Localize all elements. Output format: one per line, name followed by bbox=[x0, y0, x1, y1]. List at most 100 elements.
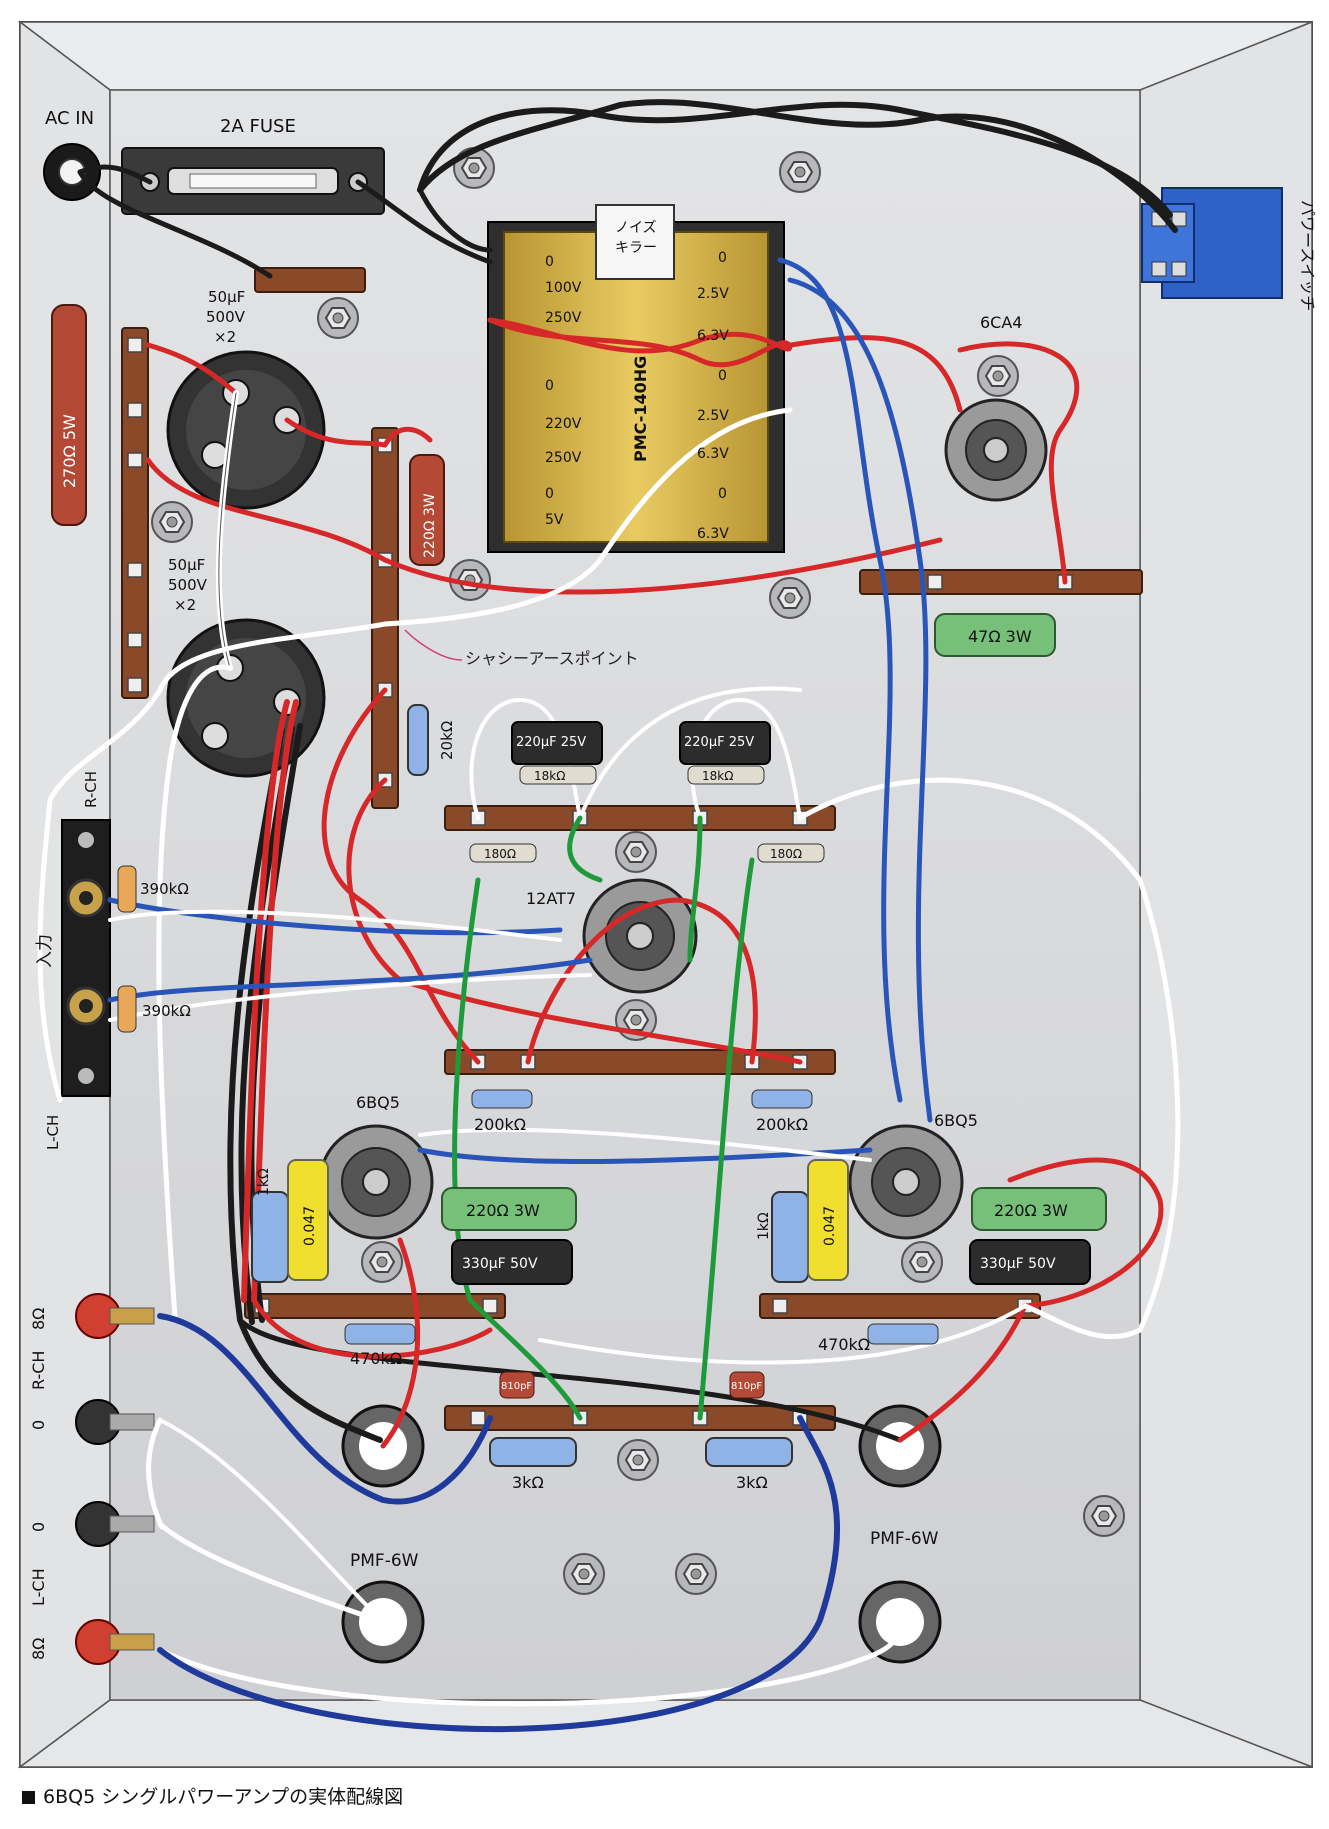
resistor-1k-left bbox=[251, 1191, 289, 1283]
cap-810-right bbox=[729, 1371, 765, 1399]
tap-r0b: 0 bbox=[718, 368, 727, 384]
tap-250v-a: 250V bbox=[545, 310, 582, 326]
tap-0b: 0 bbox=[545, 378, 554, 394]
tap-r0c: 0 bbox=[718, 486, 727, 502]
label-ac-in: AC IN bbox=[45, 108, 94, 129]
label-810-right: 810pF bbox=[731, 1381, 762, 1392]
label-1k-left: 1kΩ bbox=[256, 1168, 272, 1196]
resistor-220-3w-left bbox=[441, 1187, 577, 1231]
label-470k-left: 470kΩ bbox=[350, 1349, 402, 1368]
label-6ca4: 6CA4 bbox=[980, 313, 1022, 332]
label-power-switch: パワースイッチ bbox=[1298, 200, 1317, 311]
ecap-220-left bbox=[511, 721, 603, 765]
label-cap1-count: ×2 bbox=[214, 328, 236, 346]
label-180-left: 180Ω bbox=[484, 847, 516, 861]
label-input: 入力 bbox=[35, 934, 55, 968]
cap-047-left bbox=[287, 1159, 329, 1281]
label-6bq5-right: 6BQ5 bbox=[934, 1111, 978, 1130]
tap-100v: 100V bbox=[545, 280, 582, 296]
label-res-270: 270Ω 5W bbox=[60, 414, 79, 488]
label-180-right: 180Ω bbox=[770, 847, 802, 861]
tap-63v-a: 6.3V bbox=[697, 328, 729, 344]
resistor-18k-left bbox=[519, 765, 597, 785]
wiring bbox=[37, 99, 1181, 1733]
label-cap1-voltage: 500V bbox=[206, 308, 246, 326]
tap-63v-b: 6.3V bbox=[697, 446, 729, 462]
caption-text: 6BQ5 シングルパワーアンプの実体配線図 bbox=[43, 1786, 404, 1808]
label-out-8-top: 8Ω bbox=[29, 1308, 48, 1330]
label-6bq5-left: 6BQ5 bbox=[356, 1093, 400, 1112]
resistor-180-right bbox=[757, 843, 825, 863]
label-047-left: 0.047 bbox=[302, 1206, 318, 1246]
fuse-holder[interactable] bbox=[121, 147, 385, 215]
label-390k-bottom: 390kΩ bbox=[142, 1002, 191, 1020]
label-lch-input: L-CH bbox=[44, 1115, 62, 1150]
power-switch[interactable] bbox=[1141, 187, 1283, 299]
cap-810-left bbox=[499, 1371, 535, 1399]
tap-220v: 220V bbox=[545, 416, 582, 432]
label-18k-right: 18kΩ bbox=[702, 769, 733, 783]
speaker-terminal-r-0[interactable] bbox=[75, 1399, 155, 1445]
resistor-18k-right bbox=[687, 765, 765, 785]
speaker-terminal-l-8[interactable] bbox=[75, 1619, 155, 1665]
label-810-left: 810pF bbox=[501, 1381, 532, 1392]
tube-socket-6ca4 bbox=[944, 398, 1048, 502]
caption-square-icon bbox=[22, 1791, 35, 1804]
label-12at7: 12AT7 bbox=[526, 889, 576, 908]
label-out-rch: R-CH bbox=[29, 1351, 48, 1390]
resistor-3k-right bbox=[705, 1437, 793, 1467]
tap-250v-b: 250V bbox=[545, 450, 582, 466]
input-jack-r[interactable] bbox=[66, 878, 106, 918]
resistor-200k-right bbox=[751, 1089, 813, 1109]
label-18k-left: 18kΩ bbox=[534, 769, 565, 783]
tap-25v-a: 2.5V bbox=[697, 286, 729, 302]
ecap-330-left bbox=[451, 1239, 573, 1285]
tap-r0a: 0 bbox=[718, 250, 727, 266]
label-out-0-top: 0 bbox=[29, 1420, 48, 1430]
label-fuse: 2A FUSE bbox=[220, 116, 296, 137]
label-out-8-bottom: 8Ω bbox=[29, 1638, 48, 1660]
components bbox=[51, 304, 1107, 1467]
label-pmf-right: PMF-6W bbox=[870, 1529, 939, 1549]
resistor-3k-left bbox=[489, 1437, 577, 1467]
labels: AC IN 2A FUSE パワースイッチ 50μF 500V ×2 50μF … bbox=[29, 108, 1317, 1660]
power-transformer bbox=[487, 204, 785, 553]
label-out-lch: L-CH bbox=[29, 1568, 48, 1606]
label-200k-right: 200kΩ bbox=[756, 1115, 808, 1134]
tap-25v-b: 2.5V bbox=[697, 408, 729, 424]
label-220-3w-left: 220Ω 3W bbox=[466, 1201, 540, 1220]
resistor-390k-top bbox=[117, 865, 137, 913]
figure-caption: 6BQ5 シングルパワーアンプの実体配線図 bbox=[22, 1782, 403, 1809]
resistor-220-3w-right bbox=[971, 1187, 1107, 1231]
input-jack-l[interactable] bbox=[66, 986, 106, 1026]
resistor-470k-left bbox=[344, 1323, 416, 1345]
label-1k-right: 1kΩ bbox=[756, 1212, 772, 1240]
label-res-47: 47Ω 3W bbox=[968, 627, 1032, 646]
terminal-strips bbox=[121, 267, 1143, 1431]
label-200k-left: 200kΩ bbox=[474, 1115, 526, 1134]
speaker-terminal-l-0[interactable] bbox=[75, 1501, 155, 1547]
ac-inlet[interactable] bbox=[43, 143, 101, 201]
label-ecap-right: 220μF 25V bbox=[684, 735, 754, 750]
label-3k-right: 3kΩ bbox=[736, 1473, 768, 1492]
tube-socket-6bq5-left bbox=[318, 1124, 434, 1240]
ecap-330-right bbox=[969, 1239, 1091, 1285]
cap-047-right bbox=[807, 1159, 849, 1281]
resistor-470k-right bbox=[867, 1323, 939, 1345]
label-3k-left: 3kΩ bbox=[512, 1473, 544, 1492]
label-047-right: 0.047 bbox=[822, 1206, 838, 1246]
resistor-390k-bottom bbox=[117, 985, 137, 1033]
input-jack-plate bbox=[61, 819, 111, 1097]
label-rch-input: R-CH bbox=[82, 771, 100, 808]
resistor-180-left bbox=[469, 843, 537, 863]
resistor-1k-right bbox=[771, 1191, 809, 1283]
resistor-220-ohm-top bbox=[409, 454, 445, 566]
tap-0c: 0 bbox=[545, 486, 554, 502]
resistor-200k-left bbox=[471, 1089, 533, 1109]
label-ecap-left: 220μF 25V bbox=[516, 735, 586, 750]
label-out-0-bottom: 0 bbox=[29, 1522, 48, 1532]
resistor-20k bbox=[407, 704, 429, 776]
speaker-terminal-r-8[interactable] bbox=[75, 1293, 155, 1339]
tap-63v-c: 6.3V bbox=[697, 526, 729, 542]
